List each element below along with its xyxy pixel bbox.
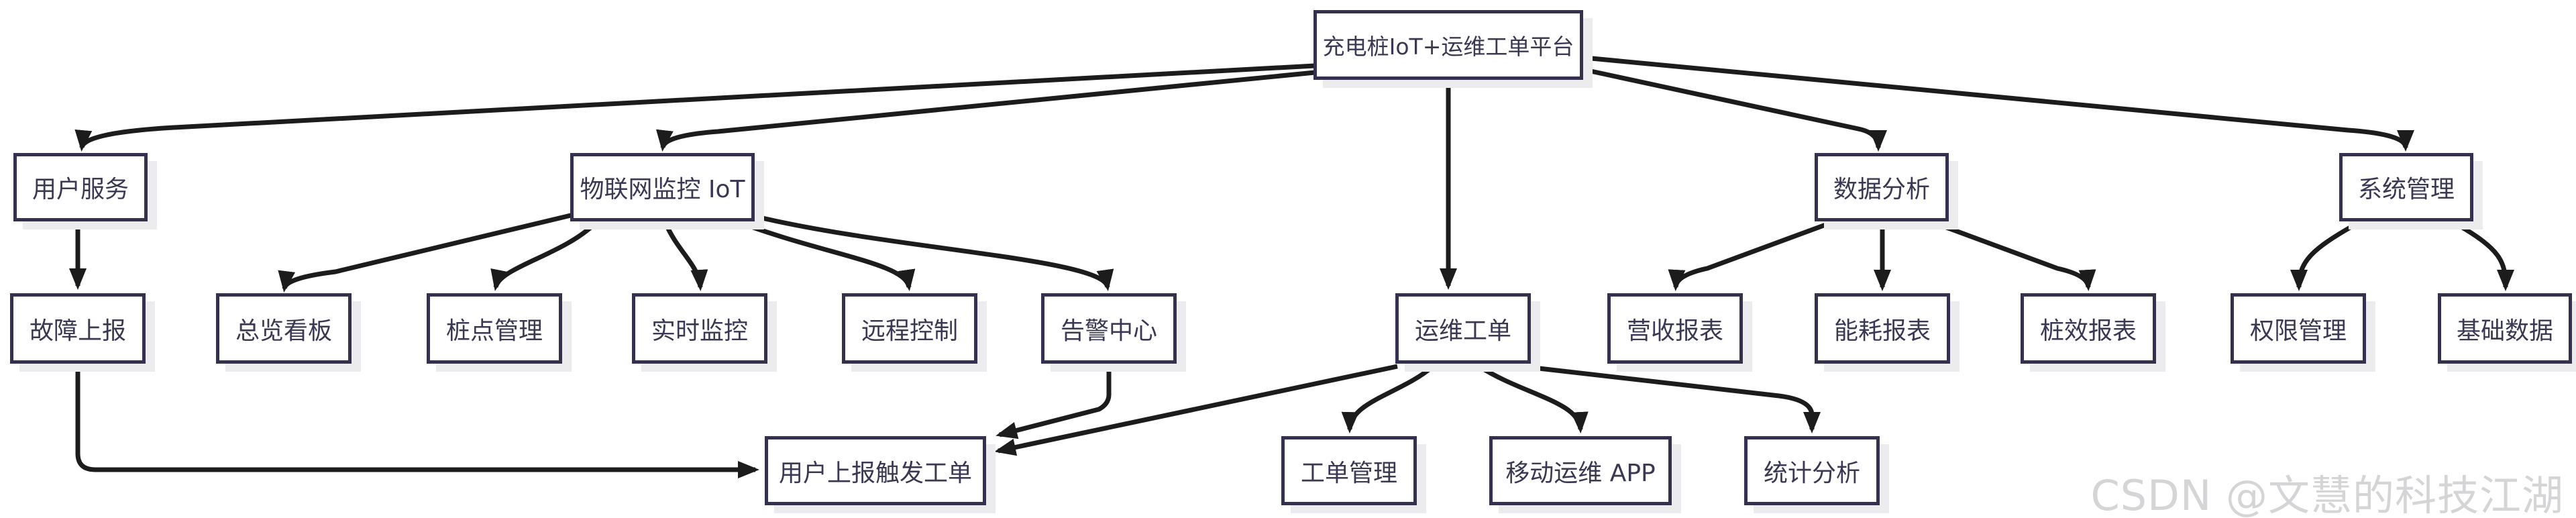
node-label: 桩效报表	[2039, 317, 2137, 345]
node-perm-mgmt: 权限管理	[2231, 293, 2366, 364]
edge-ops-workorder-user-report-trigger	[994, 364, 1398, 456]
node-realtime-monitor: 实时监控	[632, 293, 767, 364]
node-root: 充电桩IoT+运维工单平台	[1313, 10, 1583, 80]
node-mobile-ops-app: 移动运维 APP	[1489, 436, 1672, 505]
edge-data-analysis-revenue-report	[1668, 221, 1829, 291]
node-label: 物联网监控 IoT	[580, 176, 745, 203]
edge-iot-overview-board	[278, 212, 574, 293]
node-label: 移动运维 APP	[1505, 459, 1656, 487]
node-label: 用户服务	[32, 176, 129, 203]
edge-iot-pile-mgmt	[490, 221, 598, 291]
edge-ops-workorder-mobile-ops-app	[1478, 364, 1589, 433]
edge-system-mgmt-base-data	[2455, 221, 2514, 291]
edge-system-mgmt-perm-mgmt	[2290, 221, 2357, 291]
node-fault-report: 故障上报	[10, 293, 146, 364]
node-label: 告警中心	[1060, 317, 1157, 345]
edge-data-analysis-pile-eff-report	[1936, 221, 2096, 291]
edge-fault-report-user-report-trigger	[75, 365, 759, 478]
node-label: 实时监控	[651, 317, 748, 345]
node-iot-monitor: 物联网监控 IoT	[570, 153, 755, 221]
node-remote-control: 远程控制	[842, 293, 977, 364]
csdn-watermark: CSDN @文慧的科技江湖	[2090, 471, 2564, 518]
node-data-analysis: 数据分析	[1815, 153, 1949, 221]
node-energy-report: 能耗报表	[1815, 293, 1950, 364]
edge-alarm-center-user-report-trigger	[996, 365, 1112, 439]
node-label: 充电桩IoT+运维工单平台	[1322, 34, 1574, 60]
edge-iot-alarm-center	[753, 213, 1114, 291]
node-alarm-center: 告警中心	[1041, 293, 1177, 364]
edge-iot-realtime-monitor	[663, 221, 708, 291]
node-label: 能耗报表	[1833, 317, 1931, 345]
node-system-mgmt: 系统管理	[2339, 153, 2473, 221]
node-revenue-report: 营收报表	[1607, 293, 1743, 364]
edge-root-user-service	[74, 63, 1316, 152]
node-label: 权限管理	[2249, 317, 2347, 345]
node-label: 统计分析	[1763, 459, 1860, 487]
edge-root-iot-monitor	[656, 70, 1316, 152]
node-pile-eff-report: 桩效报表	[2021, 293, 2156, 364]
node-workorder-mgmt: 工单管理	[1281, 436, 1417, 505]
node-label: 系统管理	[2357, 176, 2455, 203]
edge-iot-remote-control	[735, 219, 916, 291]
node-label: 营收报表	[1626, 317, 1723, 345]
edge-ops-workorder-workorder-mgmt	[1341, 364, 1435, 433]
edge-root-data-analysis	[1584, 67, 1887, 152]
node-ops-workorder: 运维工单	[1395, 293, 1531, 364]
node-label: 总览看板	[235, 317, 332, 345]
node-label: 运维工单	[1414, 317, 1511, 345]
edge-root-system-mgmt	[1584, 55, 2414, 152]
node-base-data: 基础数据	[2438, 293, 2572, 364]
node-user-report-trigger: 用户上报触发工单	[765, 436, 986, 505]
node-pile-mgmt: 桩点管理	[427, 293, 562, 364]
node-overview-board: 总览看板	[216, 293, 352, 364]
node-label: 数据分析	[1833, 176, 1930, 203]
node-label: 基础数据	[2456, 317, 2553, 345]
node-user-service: 用户服务	[13, 153, 148, 221]
node-label: 远程控制	[861, 317, 958, 345]
node-label: 用户上报触发工单	[778, 459, 972, 487]
edge-ops-workorder-stats-analysis	[1503, 362, 1821, 433]
node-label: 桩点管理	[445, 317, 543, 345]
node-label: 故障上报	[29, 317, 126, 345]
node-stats-analysis: 统计分析	[1744, 436, 1880, 505]
node-label: 工单管理	[1300, 459, 1397, 487]
